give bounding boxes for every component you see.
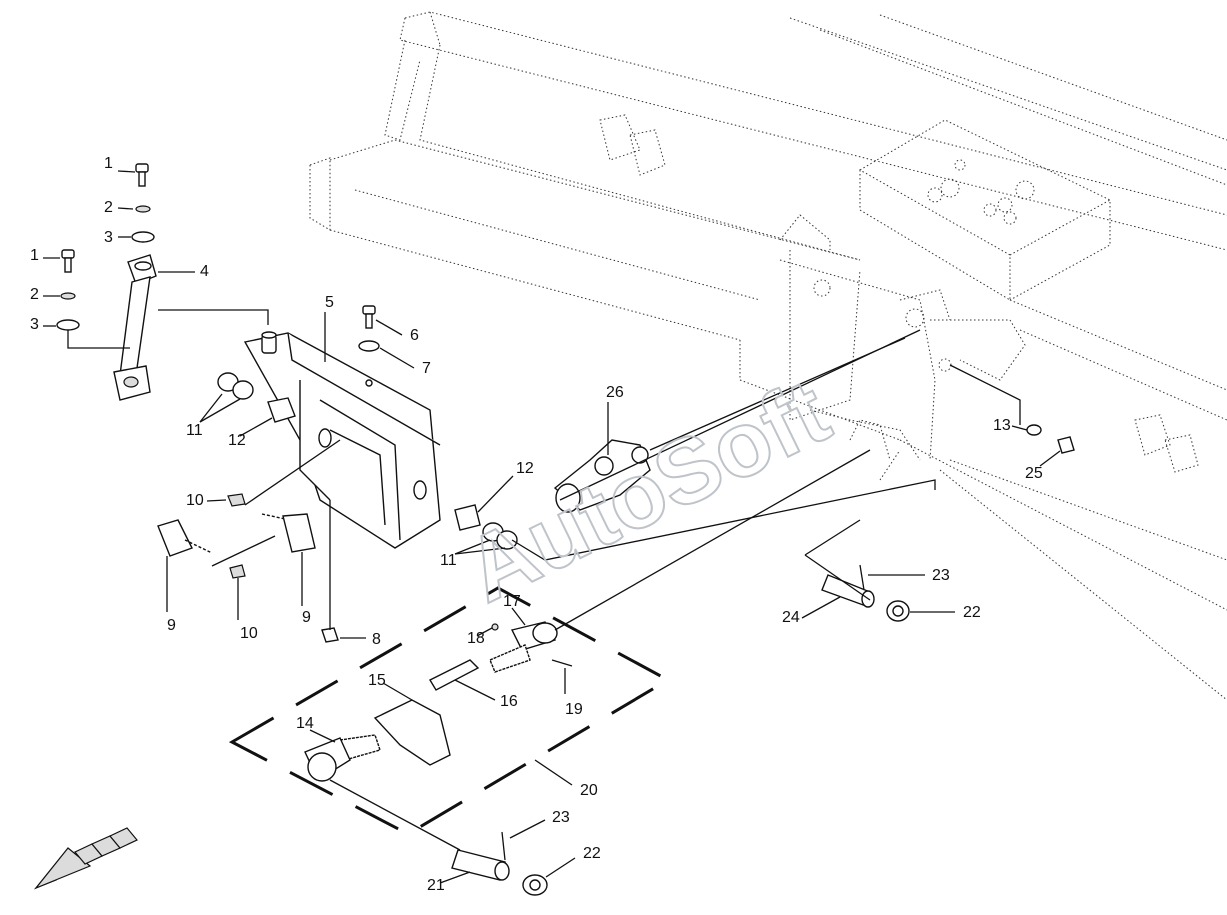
callout-label-c1b: 1 <box>30 247 39 264</box>
bracket-assembly <box>217 305 518 550</box>
callout-label-c10b: 10 <box>240 625 258 642</box>
callout-label-c23a: 23 <box>932 567 950 584</box>
callout-label-c1a: 1 <box>104 155 113 172</box>
set-screw-icon <box>227 493 246 507</box>
assembly-lines <box>67 309 1021 851</box>
callout-label-c8: 8 <box>372 631 381 648</box>
callout-label-c10a: 10 <box>186 492 204 509</box>
callout-label-c24: 24 <box>782 609 800 626</box>
universal-joint <box>553 439 651 513</box>
bolt-shank-icon <box>64 257 72 273</box>
callout-label-c26: 26 <box>606 384 624 401</box>
callout-label-c7: 7 <box>422 360 431 377</box>
upper-link-assembly <box>56 163 157 401</box>
washer-icon <box>1026 424 1042 436</box>
flat-washer-icon <box>131 231 155 243</box>
callout-label-c13: 13 <box>993 417 1011 434</box>
callout-label-c15: 15 <box>368 672 386 689</box>
callout-label-c12a: 12 <box>228 432 246 449</box>
bolt-shank-icon <box>365 313 373 329</box>
callout-label-c19: 19 <box>565 701 583 718</box>
callout-label-c6: 6 <box>410 327 419 344</box>
callout-label-c5: 5 <box>325 294 334 311</box>
right-hardware <box>821 424 1075 622</box>
bushing-icon <box>454 504 481 531</box>
hex-bolt-icon <box>157 519 193 557</box>
clevis-icon <box>429 659 480 691</box>
lock-washer-icon <box>60 292 76 300</box>
callout-label-c17: 17 <box>503 593 521 610</box>
set-screw-icon <box>229 564 246 579</box>
leader-lines <box>43 170 1061 884</box>
bolt-head-icon <box>362 305 376 315</box>
callout-label-c3b: 3 <box>30 316 39 333</box>
o-ring-icon <box>232 380 254 400</box>
callout-label-c16: 16 <box>500 693 518 710</box>
callout-label-c12b: 12 <box>516 460 534 477</box>
lock-washer-icon <box>135 205 151 213</box>
callout-label-c4: 4 <box>200 263 209 280</box>
o-ring-icon <box>496 530 518 550</box>
direction-arrow-icon <box>34 827 138 890</box>
callout-label-c22a: 22 <box>963 604 981 621</box>
callout-label-c11b: 11 <box>440 552 457 569</box>
callout-label-c14: 14 <box>296 715 314 732</box>
bolt-head-icon <box>135 163 149 173</box>
cotter-pin-icon <box>501 831 506 861</box>
cotter-pin-icon <box>859 564 865 591</box>
bushing-icon <box>267 397 296 423</box>
lower-linkage-assembly <box>228 586 672 896</box>
callout-label-c23b: 23 <box>552 809 570 826</box>
callout-label-c2a: 2 <box>104 199 113 216</box>
callout-label-c20: 20 <box>580 782 598 799</box>
adjuster-bolts <box>157 493 339 643</box>
callout-label-c3a: 3 <box>104 229 113 246</box>
actuator-icon <box>373 699 451 766</box>
callout-label-c2b: 2 <box>30 286 39 303</box>
flat-washer-icon <box>56 319 80 331</box>
hex-bolt-icon <box>282 513 316 553</box>
callout-label-c18: 18 <box>467 630 485 647</box>
hex-nut-icon <box>321 627 339 643</box>
callout-label-c9a: 9 <box>167 617 176 634</box>
callout-label-c25: 25 <box>1025 465 1043 482</box>
hex-nut-icon <box>1057 436 1075 454</box>
callout-label-c22b: 22 <box>583 845 601 862</box>
callout-label-c21: 21 <box>427 877 445 894</box>
callout-label-c9b: 9 <box>302 609 311 626</box>
bolt-shank-icon <box>138 171 146 187</box>
callout-label-c11a: 11 <box>186 422 203 439</box>
watermark: AutoSoft <box>450 360 844 622</box>
link-rod-icon <box>119 276 151 376</box>
bolt-head-icon <box>61 249 75 259</box>
washer-icon <box>358 340 380 352</box>
machine-frame-background <box>309 11 1227 701</box>
